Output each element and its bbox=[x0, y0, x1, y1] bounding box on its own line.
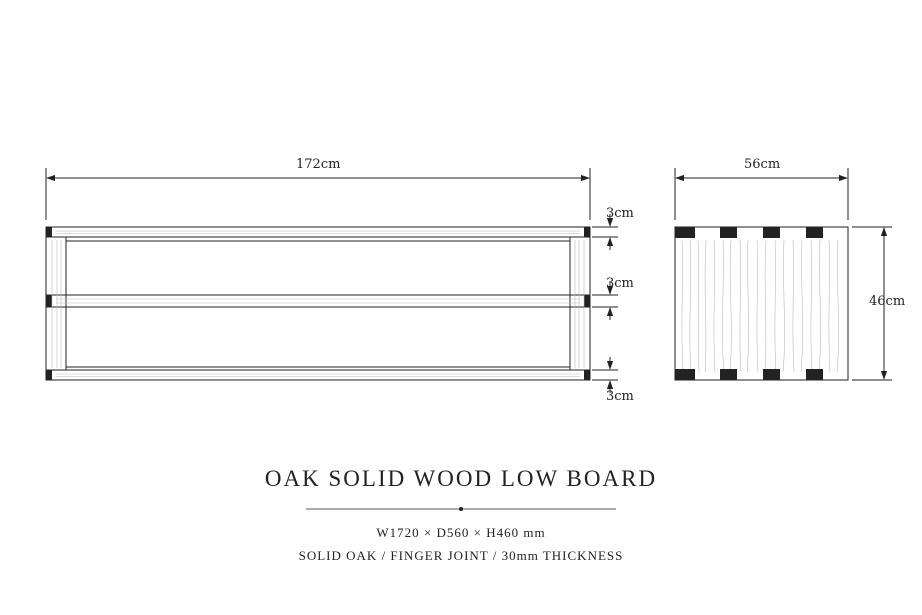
side-depth-label: 56cm bbox=[744, 157, 781, 172]
thickness-dimensions bbox=[592, 214, 618, 393]
product-size: W1720 × D560 × H460 mm bbox=[376, 525, 546, 540]
front-width-label: 172cm bbox=[296, 157, 341, 172]
upper-compartment bbox=[65, 240, 571, 296]
title-divider-dot bbox=[459, 507, 463, 511]
side-wood-grain bbox=[681, 239, 839, 373]
front-outer-frame bbox=[45, 226, 591, 381]
lower-compartment bbox=[65, 306, 571, 368]
bottom-board-thickness-label: 3cm bbox=[606, 389, 634, 404]
side-view bbox=[674, 168, 892, 381]
side-finger-joints bbox=[675, 227, 823, 380]
top-board-thickness-label: 3cm bbox=[606, 206, 634, 221]
middle-shelf bbox=[45, 294, 591, 308]
middle-shelf-thickness-label: 3cm bbox=[606, 276, 634, 291]
product-specs: SOLID OAK / FINGER JOINT / 30mm THICKNES… bbox=[298, 548, 624, 563]
side-height-label: 46cm bbox=[869, 294, 906, 309]
front-view bbox=[45, 168, 618, 393]
front-wood-grain bbox=[51, 230, 585, 377]
front-finger-joints bbox=[46, 227, 590, 380]
product-title: OAK SOLID WOOD LOW BOARD bbox=[264, 466, 658, 491]
side-panel bbox=[674, 226, 849, 381]
